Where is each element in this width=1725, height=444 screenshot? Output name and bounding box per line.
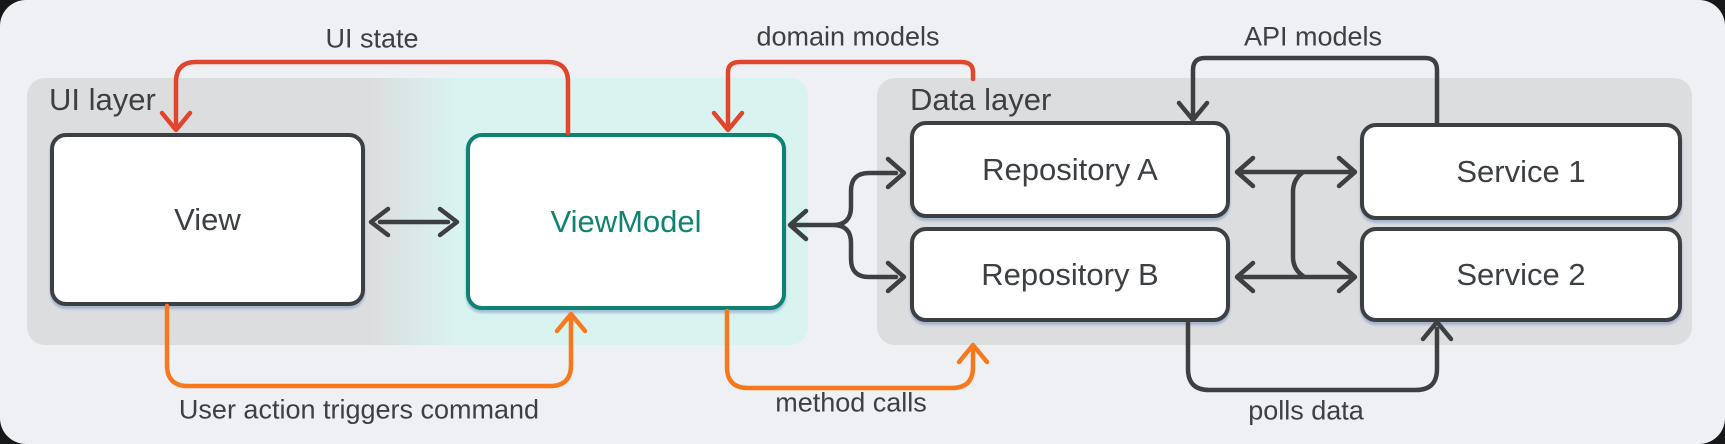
data-layer-label: Data layer xyxy=(910,82,1052,117)
ui-layer-label: UI layer xyxy=(49,82,156,117)
repository-a-box: Repository A xyxy=(910,121,1230,218)
service-2-box-label: Service 2 xyxy=(1456,256,1586,292)
service-1-box: Service 1 xyxy=(1360,123,1682,220)
domain-models-arrow-label: domain models xyxy=(756,21,940,52)
viewmodel-box-label: ViewModel xyxy=(550,203,702,239)
service-2-box: Service 2 xyxy=(1360,227,1682,322)
service-1-box-label: Service 1 xyxy=(1456,153,1586,189)
view-box: View xyxy=(50,133,365,306)
repository-b-box: Repository B xyxy=(910,227,1230,322)
api-models-arrow-label: API models xyxy=(1243,21,1383,52)
method-calls-arrow-label: method calls xyxy=(775,387,927,418)
repository-b-box-label: Repository B xyxy=(981,256,1159,292)
viewmodel-box: ViewModel xyxy=(466,133,786,310)
view-box-label: View xyxy=(174,201,241,237)
polls-data-arrow-label: polls data xyxy=(1248,395,1364,426)
user-action-arrow-label: User action triggers command xyxy=(178,394,540,425)
ui-state-arrow-label: UI state xyxy=(325,23,419,54)
repository-a-box-label: Repository A xyxy=(982,151,1158,187)
